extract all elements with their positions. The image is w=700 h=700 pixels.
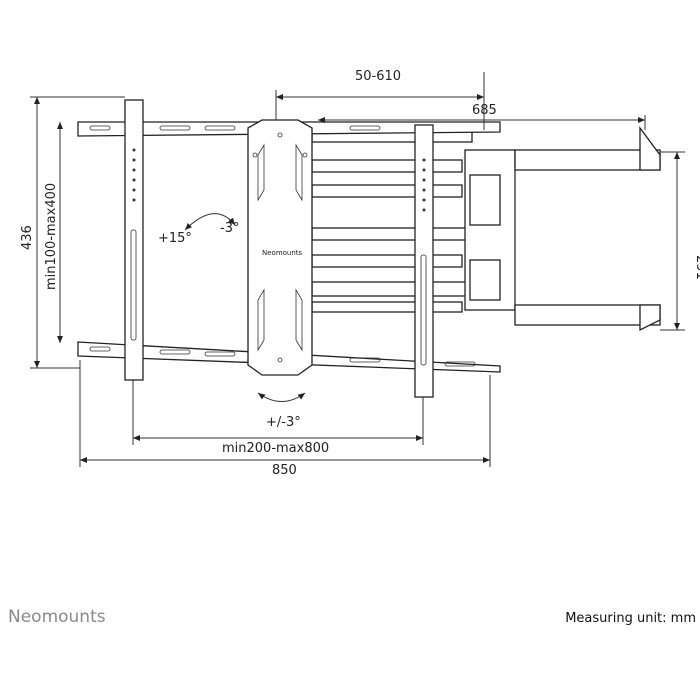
total-width-label: 850: [272, 463, 297, 478]
rail-holes: [132, 148, 426, 212]
vesa-vertical-label: min100-max400: [44, 183, 59, 290]
total-height-label: 436: [20, 225, 35, 250]
rotation-label: +/-3°: [266, 415, 301, 430]
dimension-lines: [30, 72, 685, 467]
tilt-up-label: +15°: [158, 231, 192, 246]
measuring-unit-note: Measuring unit: mm: [565, 611, 696, 626]
tilt-down-label: -3°: [220, 221, 239, 236]
vertical-tv-rails: [124, 99, 434, 398]
center-mounting-plate: Neomounts: [247, 119, 313, 376]
swing-arm-assembly: [311, 126, 661, 332]
dimension-labels: 50-610 685 436 min100-max400 291 min200-…: [20, 69, 700, 478]
arm-length-label: 685: [472, 103, 497, 118]
vesa-horizontal-label: min200-max800: [222, 441, 329, 456]
plate-logo: Neomounts: [262, 249, 303, 257]
brand-logo: Neomounts: [8, 607, 106, 627]
wall-plate-height-label: 291: [693, 255, 700, 280]
arm-extension-label: 50-610: [355, 69, 401, 84]
